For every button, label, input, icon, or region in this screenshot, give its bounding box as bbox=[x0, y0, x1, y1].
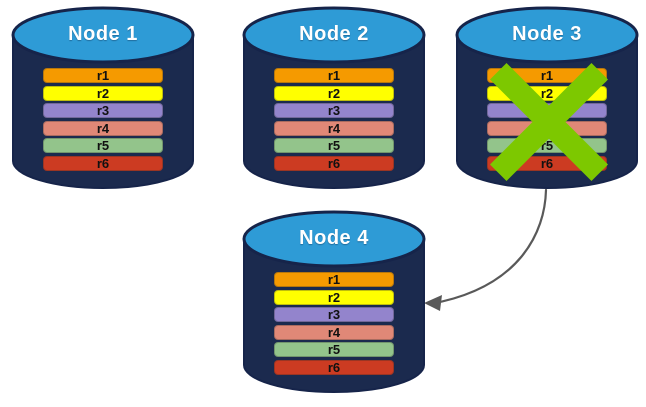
record-bar-r5: r5 bbox=[274, 342, 394, 358]
recovery-arrow-line bbox=[428, 188, 548, 306]
record-bar-r4: r4 bbox=[43, 120, 163, 136]
record-bar-r2: r2 bbox=[487, 85, 607, 101]
record-bar-r6: r6 bbox=[274, 155, 394, 171]
record-bar-r4: r4 bbox=[274, 120, 394, 136]
cylinder-top-ellipse bbox=[11, 6, 195, 64]
record-bar-r4: r4 bbox=[487, 120, 607, 136]
record-bar-r2: r2 bbox=[43, 85, 163, 101]
record-bar-r3: r3 bbox=[487, 103, 607, 119]
record-bar-r1: r1 bbox=[43, 68, 163, 84]
cylinder-top-ellipse bbox=[455, 6, 639, 64]
record-bar-r3: r3 bbox=[274, 103, 394, 119]
record-bar-r3: r3 bbox=[274, 307, 394, 323]
record-bar-r1: r1 bbox=[487, 68, 607, 84]
cylinder-top-ellipse bbox=[242, 210, 426, 268]
record-bar-r1: r1 bbox=[274, 272, 394, 288]
record-bar-r5: r5 bbox=[43, 138, 163, 154]
record-bar-r1: r1 bbox=[274, 68, 394, 84]
record-bar-r5: r5 bbox=[487, 138, 607, 154]
record-bar-r5: r5 bbox=[274, 138, 394, 154]
record-bar-r2: r2 bbox=[274, 289, 394, 305]
record-bar-r6: r6 bbox=[43, 155, 163, 171]
record-bar-r6: r6 bbox=[274, 359, 394, 375]
record-bar-r6: r6 bbox=[487, 155, 607, 171]
record-bar-r4: r4 bbox=[274, 324, 394, 340]
recovery-arrow-head bbox=[424, 295, 442, 311]
record-bar-r2: r2 bbox=[274, 85, 394, 101]
cylinder-top-ellipse bbox=[242, 6, 426, 64]
record-bar-r3: r3 bbox=[43, 103, 163, 119]
